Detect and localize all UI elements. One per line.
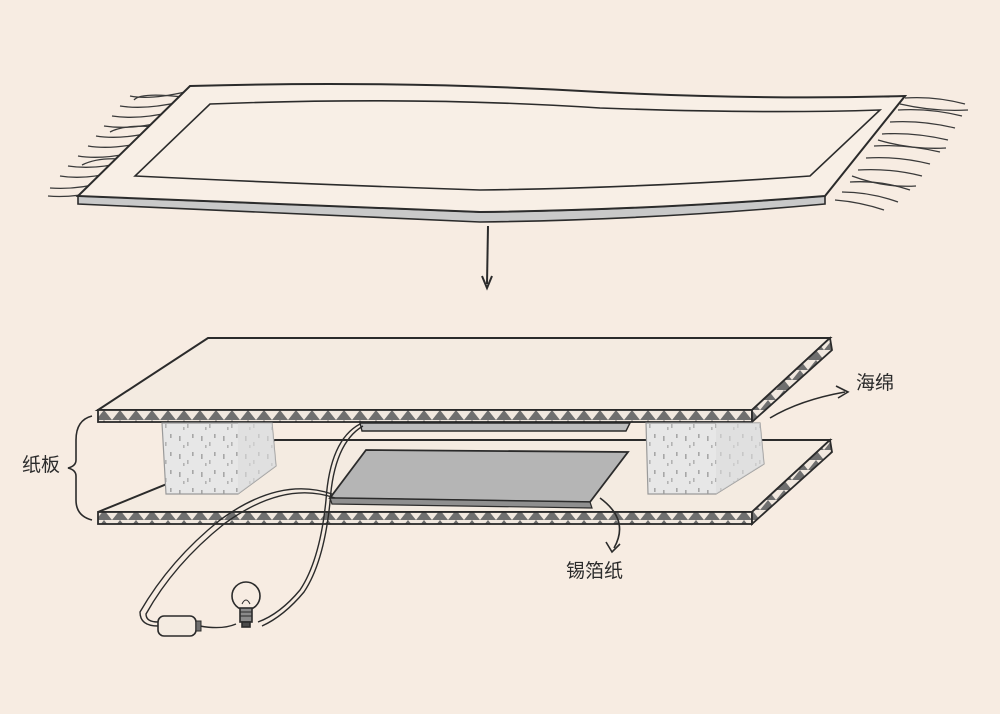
rug-illustration xyxy=(48,84,968,222)
lower-cardboard-corrugated-edge xyxy=(98,512,752,524)
cardboard-label: 纸板 xyxy=(22,456,60,475)
upper-cardboard-corrugated-edge xyxy=(98,410,752,422)
upper-cardboard xyxy=(98,338,832,422)
lower-foil-sheet xyxy=(330,450,628,502)
sponge-label: 海绵 xyxy=(856,374,894,393)
foil-label: 锡箔纸 xyxy=(566,562,623,581)
cardboard-brace xyxy=(68,416,92,520)
upper-cardboard-top xyxy=(98,338,830,410)
down-arrow-icon xyxy=(482,226,492,288)
light-bulb-icon xyxy=(232,582,260,627)
battery-icon xyxy=(158,616,201,636)
upper-foil-strip xyxy=(360,423,630,431)
